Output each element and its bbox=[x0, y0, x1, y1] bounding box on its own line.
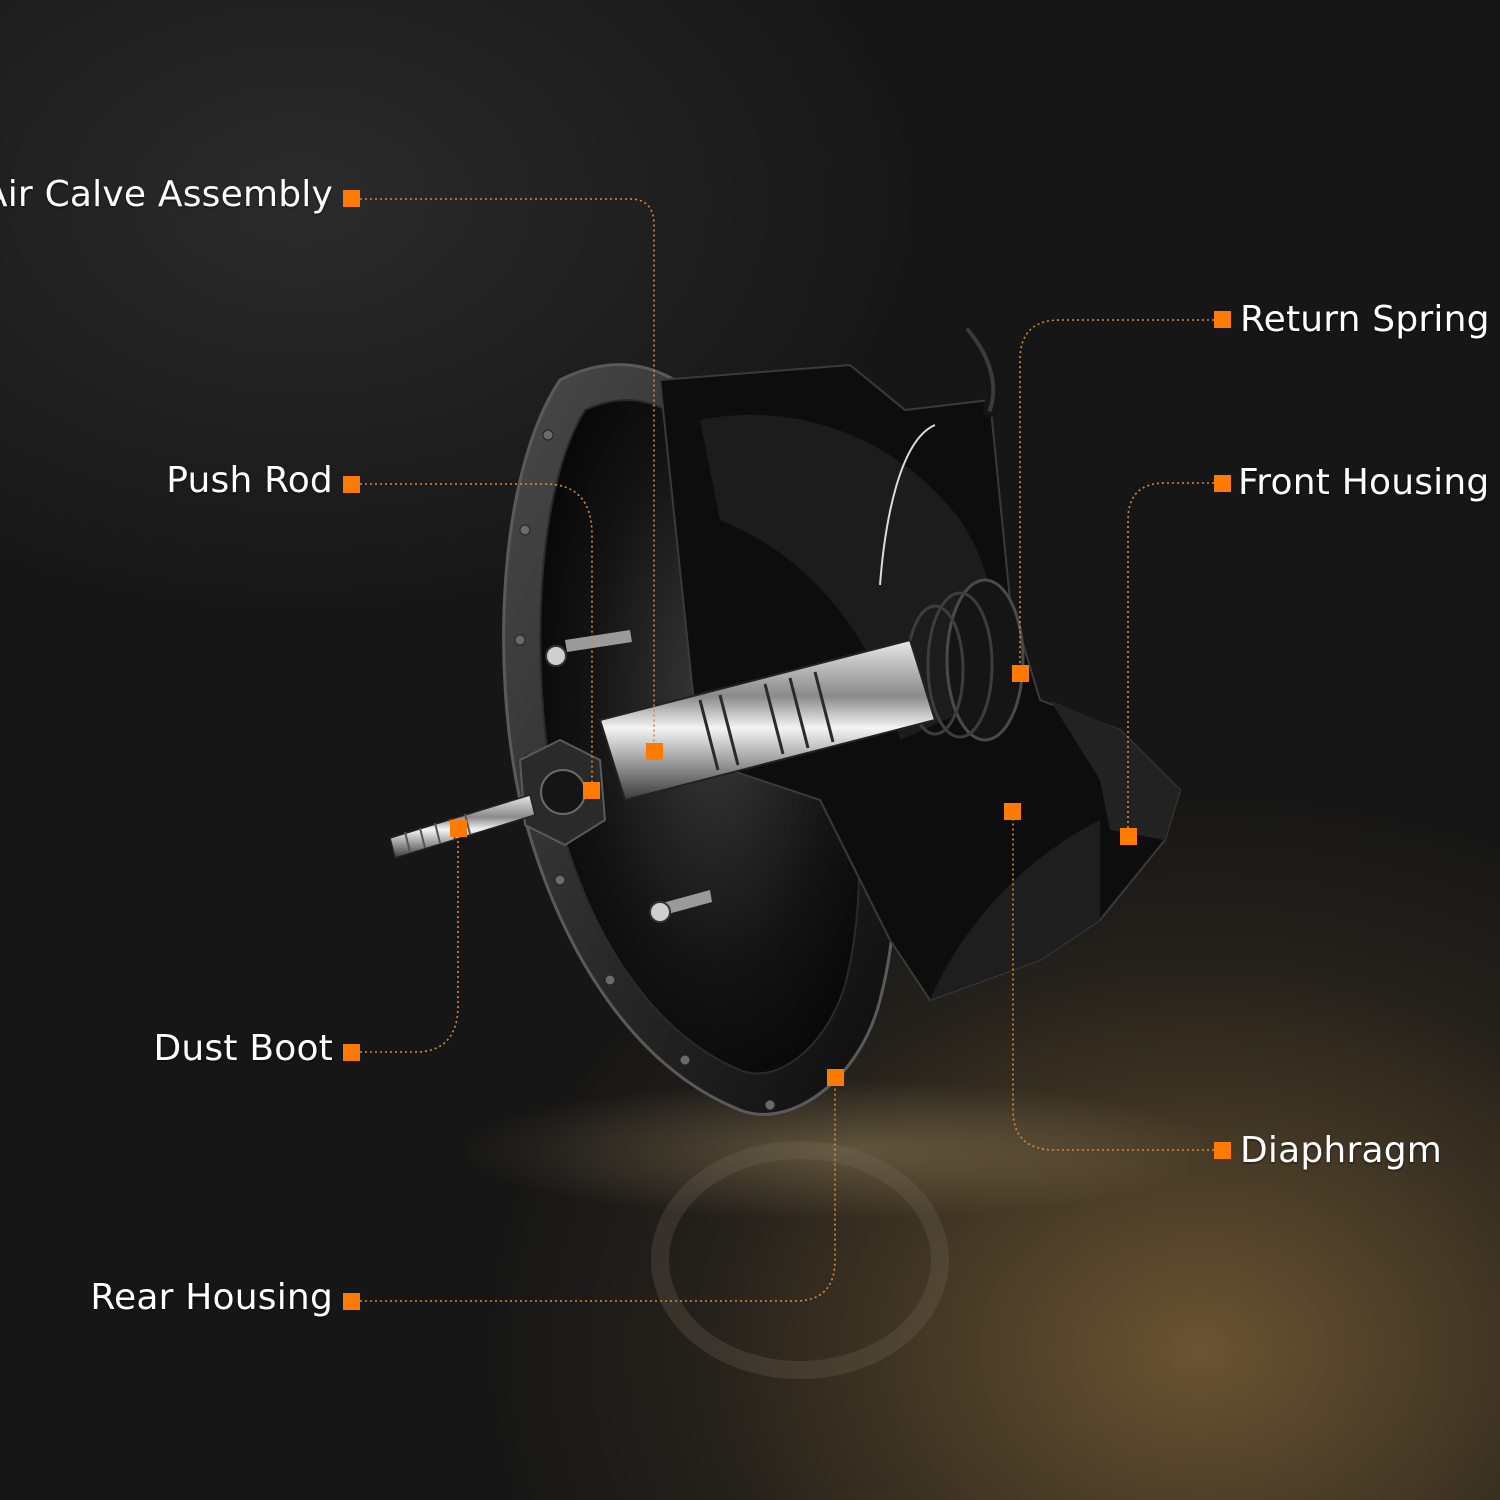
leader-return-spring bbox=[1019, 319, 1214, 673]
leader-front-housing bbox=[1127, 482, 1214, 836]
marker-dust-boot bbox=[343, 1044, 360, 1061]
label-return-spring: Return Spring bbox=[1240, 299, 1490, 340]
marker-diaphragm bbox=[1214, 1142, 1231, 1159]
marker-air-valve bbox=[343, 190, 360, 207]
marker-return-spring bbox=[1214, 311, 1231, 328]
leader-push-rod bbox=[360, 483, 593, 790]
point-return-spring bbox=[1012, 665, 1029, 682]
point-dust-boot bbox=[450, 820, 467, 837]
point-diaphragm bbox=[1004, 803, 1021, 820]
point-front-housing bbox=[1120, 828, 1137, 845]
part-markers bbox=[450, 665, 1137, 1086]
reflection bbox=[651, 1141, 949, 1379]
shaft-shape bbox=[389, 630, 937, 923]
marker-push-rod bbox=[343, 476, 360, 493]
marker-front-housing bbox=[1214, 475, 1231, 492]
label-diaphragm: Diaphragm bbox=[1240, 1130, 1443, 1171]
point-rear-housing bbox=[827, 1069, 844, 1086]
label-rear-housing: Rear Housing bbox=[90, 1277, 333, 1318]
label-push-rod: Push Rod bbox=[166, 460, 333, 501]
label-air-calve-assembly: Air Calve Assembly bbox=[0, 174, 333, 215]
leader-air-valve bbox=[360, 198, 655, 752]
marker-rear-housing bbox=[343, 1293, 360, 1310]
floor-glow bbox=[460, 1080, 1220, 1220]
label-front-housing: Front Housing bbox=[1238, 462, 1490, 503]
point-push-rod bbox=[583, 782, 600, 799]
leader-rear-housing bbox=[360, 1077, 836, 1302]
point-air-valve bbox=[646, 743, 663, 760]
leader-lines bbox=[360, 198, 1214, 1302]
leader-diaphragm bbox=[1012, 811, 1214, 1151]
label-dust-boot: Dust Boot bbox=[153, 1028, 333, 1069]
leader-dust-boot bbox=[360, 828, 459, 1053]
label-markers bbox=[343, 190, 1231, 1310]
